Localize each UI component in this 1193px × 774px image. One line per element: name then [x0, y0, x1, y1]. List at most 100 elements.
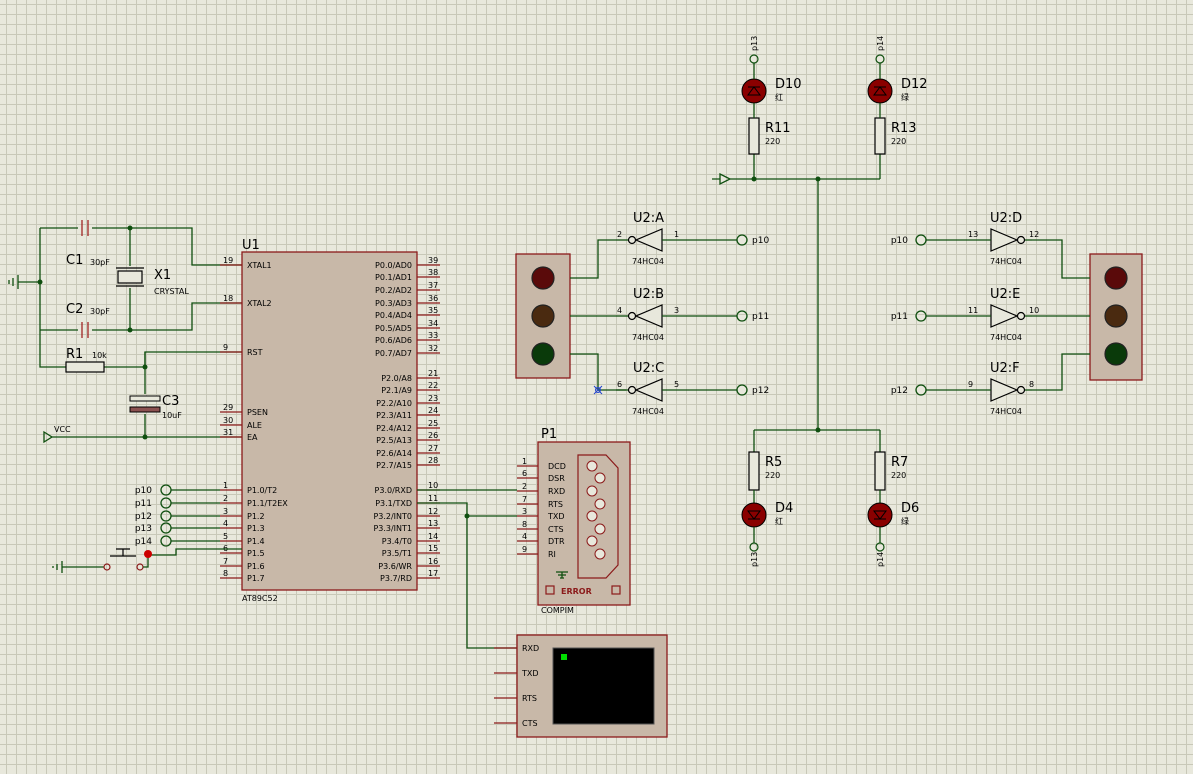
svg-text:13: 13 [968, 230, 978, 239]
mcu-pin-name: P1.0/T2 [247, 486, 277, 495]
svg-text:U2:E: U2:E [990, 287, 1020, 302]
right-amber-lamp [1104, 304, 1128, 328]
mcu-pin-number: 32 [428, 344, 438, 353]
svg-text:p13: p13 [750, 36, 759, 51]
mcu-pin-number: 38 [428, 268, 438, 277]
mcu-ref: U1 [242, 238, 260, 253]
mcu-pin-number: 5 [223, 532, 228, 541]
mcu-pin-number: 24 [428, 406, 438, 415]
svg-text:U2:A: U2:A [633, 211, 664, 226]
compim-pin-number: 9 [522, 545, 527, 554]
svg-text:U2:B: U2:B [633, 287, 664, 302]
mcu-pin-number: 35 [428, 306, 438, 315]
c1-ref: C1 [66, 253, 83, 268]
mcu-pin-number: 36 [428, 294, 438, 303]
svg-text:4: 4 [617, 306, 622, 315]
mcu-pin-name: P3.5/T1 [382, 549, 412, 558]
mcu-pin-name: P3.6/WR [378, 562, 412, 571]
compim-pin-number: 7 [522, 495, 527, 504]
c2-ref: C2 [66, 302, 83, 317]
mcu-pin-number: 33 [428, 331, 438, 340]
svg-text:220: 220 [765, 137, 780, 146]
compim-pin-number: 1 [522, 457, 527, 466]
svg-text:74HC04: 74HC04 [632, 333, 664, 342]
svg-text:p14: p14 [876, 36, 885, 51]
svg-text:p12: p12 [752, 386, 769, 396]
left-amber-lamp [531, 304, 555, 328]
compim-pin-name: DTR [548, 537, 565, 546]
svg-text:D10: D10 [775, 77, 802, 92]
mcu-pin-name: P1.4 [247, 537, 265, 546]
compim-pin-name: CTS [548, 525, 564, 534]
compim-pin-name: DSR [548, 474, 565, 483]
svg-text:12: 12 [1029, 230, 1039, 239]
mcu-pin-name: P3.1/TXD [375, 499, 412, 508]
svg-text:p11: p11 [752, 312, 769, 322]
compim-pin-name: RTS [548, 500, 563, 509]
svg-text:U2:D: U2:D [990, 211, 1022, 226]
mcu-pin-name: XTAL1 [247, 261, 272, 270]
mcu-pin-number: 29 [223, 403, 233, 412]
mcu-pin-name: P2.2/A10 [376, 399, 412, 408]
mcu-pin-number: 8 [223, 569, 228, 578]
mcu-pin-number: 19 [223, 256, 233, 265]
svg-text:p10: p10 [752, 236, 769, 246]
terminal-pin-name: TXD [521, 669, 539, 678]
mcu-pin-name: P2.0/A8 [381, 374, 412, 383]
mcu-pin-name: P3.2/INT0 [373, 512, 412, 521]
mcu-pin-name: P0.1/AD1 [375, 273, 412, 282]
svg-text:11: 11 [968, 306, 978, 315]
svg-text:74HC04: 74HC04 [632, 257, 664, 266]
mcu-pin-name: P3.0/RXD [375, 486, 412, 495]
compim-pin-number: 4 [522, 532, 527, 541]
left-red-lamp [531, 266, 555, 290]
mcu-pin-number: 7 [223, 557, 228, 566]
svg-text:5: 5 [674, 380, 679, 389]
mcu-pin-number: 22 [428, 381, 438, 390]
x1-ref: X1 [154, 268, 171, 283]
mcu-pin-name: P2.4/A12 [376, 424, 412, 433]
terminal-p11 [160, 497, 172, 509]
compim-part: COMPIM [541, 606, 574, 615]
mcu-pin-name: P2.1/A9 [381, 386, 412, 395]
mcu-pin-name: P2.3/A11 [376, 411, 412, 420]
mcu-pin-number: 12 [428, 507, 438, 516]
terminal-label: p10 [135, 486, 152, 496]
svg-text:74HC04: 74HC04 [990, 407, 1022, 416]
mcu-pin-number: 39 [428, 256, 438, 265]
svg-text:U2:F: U2:F [990, 361, 1020, 376]
mcu-pin-name: P1.2 [247, 512, 265, 521]
terminal-label: p11 [135, 499, 152, 509]
terminal-cursor-icon [561, 654, 567, 660]
mcu-pin-name: ALE [247, 421, 262, 430]
mcu-pin-name: P0.0/AD0 [375, 261, 412, 270]
mcu-pin-number: 23 [428, 394, 438, 403]
mcu-pin-number: 34 [428, 319, 438, 328]
mcu-pin-number: 26 [428, 431, 438, 440]
mcu-pin-name: P0.5/AD5 [375, 324, 412, 333]
mcu-pin-name: P1.7 [247, 574, 265, 583]
x1-value: CRYSTAL [154, 287, 189, 296]
svg-text:3: 3 [674, 306, 679, 315]
mcu-pin-number: 1 [223, 481, 228, 490]
svg-text:220: 220 [891, 471, 906, 480]
mcu-pin-number: 18 [223, 294, 233, 303]
svg-text:6: 6 [617, 380, 622, 389]
mcu-pin-number: 10 [428, 481, 438, 490]
compim-pin-number: 8 [522, 520, 527, 529]
mcu-pin-number: 31 [223, 428, 233, 437]
mcu-pin-number: 14 [428, 532, 438, 541]
compim-pin-number: 2 [522, 482, 527, 491]
mcu-part: AT89C52 [242, 594, 278, 603]
svg-text:D4: D4 [775, 501, 793, 516]
mcu-pin-number: 30 [223, 416, 233, 425]
c2-value: 30pF [90, 307, 110, 316]
terminal-screen [552, 647, 655, 725]
mcu-pin-name: PSEN [247, 408, 268, 417]
compim-pin-number: 6 [522, 469, 527, 478]
svg-text:R5: R5 [765, 455, 782, 470]
svg-text:220: 220 [765, 471, 780, 480]
svg-text:74HC04: 74HC04 [632, 407, 664, 416]
